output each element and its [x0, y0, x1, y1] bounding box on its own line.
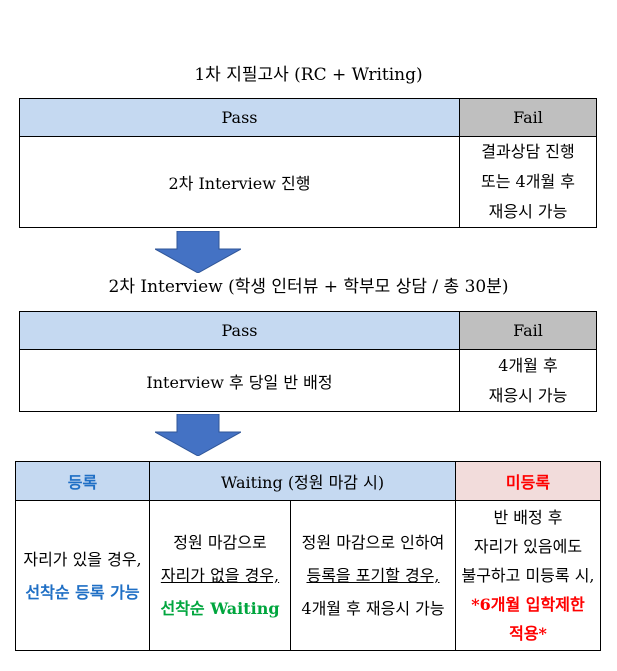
register-line: 자리가 있을 경우,	[23, 549, 142, 569]
step1-table: Pass Fail 2차 Interview 진행 결과상담 진행 또는 4개월…	[19, 98, 597, 228]
waiting-b-line-underlined: 등록을 포기할 경우,	[306, 566, 440, 585]
waiting-header: Waiting (정원 마감 시)	[149, 461, 456, 501]
step1-fail-line: 재응시 가능	[488, 202, 568, 221]
waiting-b-cell: 정원 마감으로 인하여 등록을 포기할 경우, 4개월 후 재응시 가능	[290, 500, 456, 651]
unregistered-header: 미등록	[455, 461, 601, 501]
step2-pass-text: Interview 후 당일 반 배정	[19, 349, 460, 412]
waiting-a-line: 정원 마감으로	[173, 533, 267, 552]
register-cell: 자리가 있을 경우, 선착순 등록 가능	[15, 500, 150, 651]
step2-fail-header: Fail	[459, 311, 597, 350]
step2-fail-line: 4개월 후	[498, 355, 558, 375]
step1-fail-text: 결과상담 진행 또는 4개월 후 재응시 가능	[459, 136, 597, 228]
unregistered-line: 반 배정 후	[493, 508, 563, 527]
step1-pass-text: 2차 Interview 진행	[19, 136, 460, 228]
unregistered-cell: 반 배정 후 자리가 있음에도 불구하고 미등록 시, *6개월 입학제한 적용…	[455, 500, 601, 651]
unregistered-line: 불구하고 미등록 시,	[461, 566, 595, 585]
step2-title: 2차 Interview (학생 인터뷰 + 학부모 상담 / 총 30분)	[108, 277, 509, 297]
down-arrow-icon	[155, 231, 241, 273]
step3-table: 등록 Waiting (정원 마감 시) 미등록 자리가 있을 경우, 선착순 …	[15, 461, 601, 651]
step1-fail-line: 또는 4개월 후	[481, 172, 575, 191]
step2-fail-line: 재응시 가능	[488, 385, 568, 405]
step1-pass-header: Pass	[19, 98, 460, 137]
waiting-b-line: 정원 마감으로 인하여	[301, 533, 445, 552]
unregistered-line: 자리가 있음에도	[473, 537, 583, 556]
waiting-a-line-highlight: 선착순 Waiting	[160, 599, 280, 618]
register-header: 등록	[15, 461, 150, 501]
unregistered-line-highlight: 적용*	[509, 624, 547, 643]
step2-pass-header: Pass	[19, 311, 460, 350]
step1-fail-header: Fail	[459, 98, 597, 137]
register-line-highlight: 선착순 등록 가능	[25, 582, 140, 602]
step2-fail-text: 4개월 후 재응시 가능	[459, 349, 597, 412]
waiting-b-line: 4개월 후 재응시 가능	[301, 599, 445, 618]
unregistered-line-highlight: *6개월 입학제한	[471, 595, 585, 614]
waiting-a-line-underlined: 자리가 없을 경우,	[160, 566, 280, 585]
down-arrow-icon	[155, 414, 241, 456]
step2-table: Pass Fail Interview 후 당일 반 배정 4개월 후 재응시 …	[19, 311, 597, 412]
step1-title: 1차 지필고사 (RC + Writing)	[194, 65, 423, 85]
step1-fail-line: 결과상담 진행	[481, 142, 575, 161]
waiting-a-cell: 정원 마감으로 자리가 없을 경우, 선착순 Waiting	[149, 500, 291, 651]
